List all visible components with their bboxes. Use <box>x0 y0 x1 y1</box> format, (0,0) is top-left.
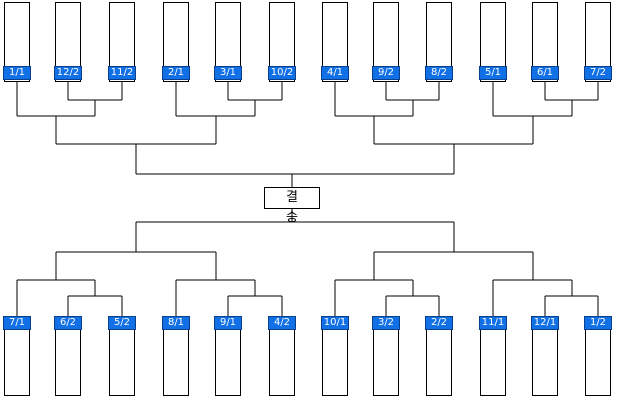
top-seed-label: 7/2 <box>584 66 612 80</box>
top-seed-label: 4/1 <box>321 66 349 80</box>
bottom-seed-label: 10/1 <box>321 316 349 330</box>
bottom-seed-label: 12/1 <box>531 316 559 330</box>
top-seed-label: 1/1 <box>3 66 31 80</box>
bottom-seed-label: 9/1 <box>214 316 242 330</box>
bottom-seed-label: 6/2 <box>54 316 82 330</box>
bottom-seed-label: 4/2 <box>268 316 296 330</box>
top-seed-label: 10/2 <box>268 66 296 80</box>
bottom-seed-label: 8/1 <box>162 316 190 330</box>
top-seed-label: 9/2 <box>372 66 400 80</box>
top-seed-label: 11/2 <box>108 66 136 80</box>
top-seed-label: 2/1 <box>162 66 190 80</box>
bottom-seed-label: 1/2 <box>584 316 612 330</box>
top-seed-label: 12/2 <box>54 66 82 80</box>
top-seed-label: 5/1 <box>479 66 507 80</box>
bottom-seed-label: 5/2 <box>108 316 136 330</box>
bottom-seed-label: 2/2 <box>425 316 453 330</box>
top-seed-label: 3/1 <box>214 66 242 80</box>
top-seed-label: 6/1 <box>531 66 559 80</box>
top-seed-label: 8/2 <box>425 66 453 80</box>
final-label: 결 승 <box>264 187 320 225</box>
bottom-seed-label: 11/1 <box>479 316 507 330</box>
bottom-seed-label: 7/1 <box>3 316 31 330</box>
bottom-seed-label: 3/2 <box>372 316 400 330</box>
